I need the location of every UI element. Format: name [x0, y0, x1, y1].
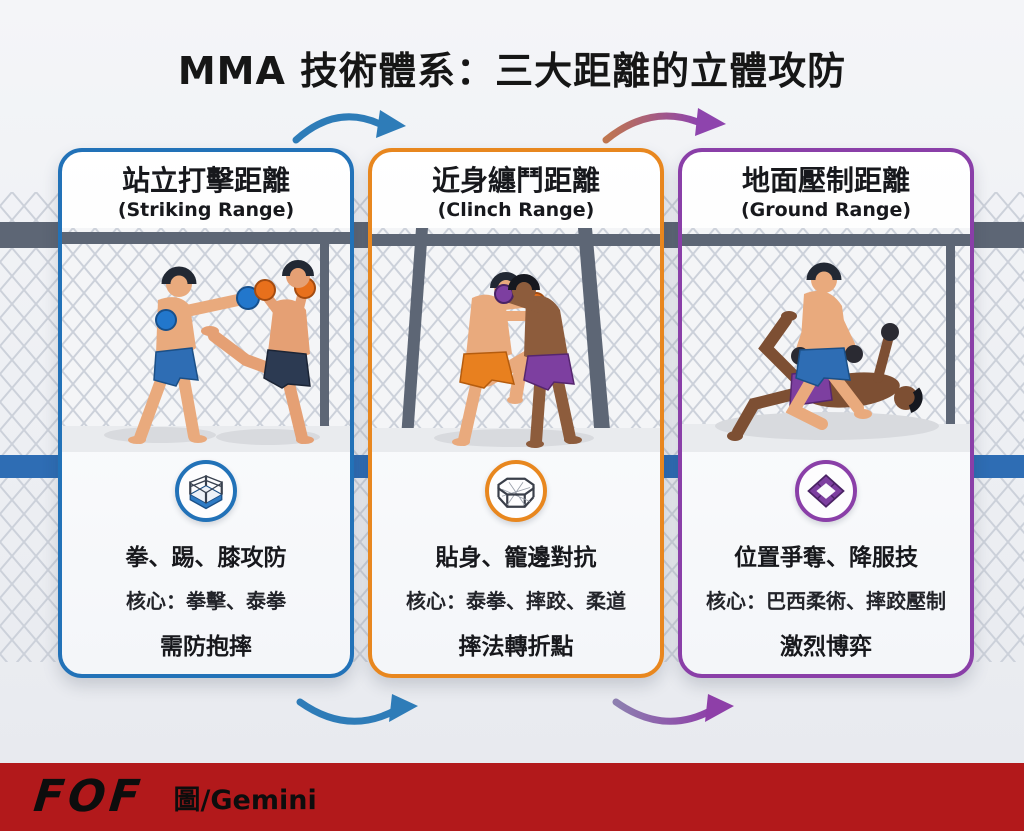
ground-line-3: 激烈博弈: [780, 634, 872, 660]
clinch-line-1: 貼身、籠邊對抗: [435, 545, 597, 571]
footer-bar: FOF 圖/Gemini: [0, 763, 1024, 831]
arrow-striking-to-clinch: [292, 110, 406, 144]
image-credit: 圖/Gemini: [173, 784, 317, 816]
striking-line-2: 核心：拳擊、泰拳: [126, 589, 286, 613]
octagon-cage-icon: [485, 460, 547, 522]
ground-line-1: 位置爭奪、降服技: [734, 545, 918, 571]
arrow-clinch-to-ground: [602, 108, 726, 144]
card-striking-subtitle: (Striking Range): [117, 199, 295, 221]
striking-illustration: [62, 228, 350, 452]
ground-line-2: 核心：巴西柔術、摔跤壓制: [706, 589, 946, 613]
page-title: MMA 技術體系：三大距離的立體攻防: [177, 49, 847, 93]
card-ground-subtitle: (Ground Range): [740, 199, 912, 221]
fof-logo: FOF: [31, 771, 147, 822]
card-clinch-subtitle: (Clinch Range): [437, 199, 595, 221]
card-ground-title: 地面壓制距離: [741, 164, 910, 197]
arrow-bottom-striking-clinch: [296, 694, 418, 725]
striking-line-3: 需防抱摔: [160, 634, 252, 660]
clinch-line-2: 核心：泰拳、摔跤、柔道: [406, 589, 626, 613]
striking-line-1: 拳、踢、膝攻防: [125, 545, 287, 571]
card-clinch-title: 近身纏鬥距離: [431, 164, 600, 197]
card-ground-range: 地面壓制距離 (Ground Range): [678, 148, 974, 678]
card-clinch-range: 近身纏鬥距離 (Clinch Range): [368, 148, 664, 678]
card-striking-range: 站立打擊距離 (Striking Range): [58, 148, 354, 678]
ground-illustration: [682, 228, 970, 452]
arrow-bottom-clinch-ground: [612, 694, 734, 725]
clinch-line-3: 摔法轉折點: [458, 634, 574, 660]
clinch-illustration: [372, 228, 660, 452]
card-striking-title: 站立打擊距離: [121, 164, 290, 197]
boxing-ring-icon: [175, 460, 237, 522]
ground-mat-icon: [795, 460, 857, 522]
